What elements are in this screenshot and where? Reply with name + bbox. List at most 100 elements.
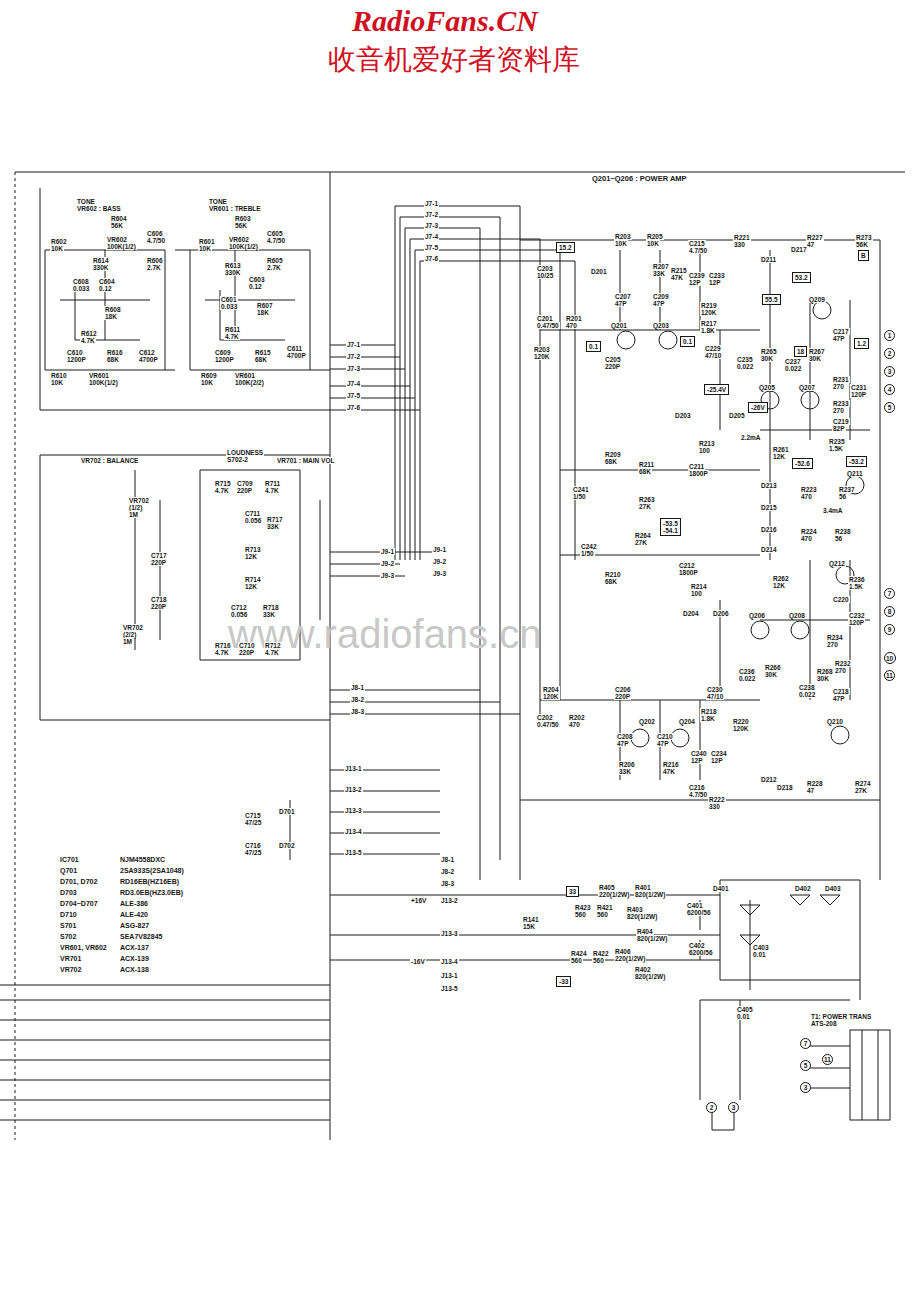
component-label: J13-4 bbox=[344, 828, 363, 835]
component-label: R607 bbox=[256, 302, 274, 309]
component-label: C603 bbox=[248, 276, 266, 283]
component-label: R716 bbox=[214, 642, 232, 649]
component-label: R274 bbox=[854, 780, 872, 787]
component-label: 47/10 bbox=[706, 693, 724, 700]
component-label: D211 bbox=[760, 256, 777, 263]
component-label: C405 bbox=[736, 1006, 754, 1013]
component-label: 4.7K bbox=[80, 337, 96, 344]
component-label: Q203 bbox=[652, 322, 670, 329]
component-label: J13-3 bbox=[440, 930, 459, 937]
component-label: 1200P bbox=[214, 356, 235, 363]
component-label: C234 bbox=[710, 750, 728, 757]
component-label: 4.7/50 bbox=[688, 791, 708, 798]
component-label: C212 bbox=[678, 562, 696, 569]
component-label: C239 bbox=[688, 272, 706, 279]
parts-list-entry: D704~D707 bbox=[60, 900, 98, 908]
component-label: R261 bbox=[772, 446, 790, 453]
voltage-value: -53.5 bbox=[663, 520, 678, 527]
component-label: 270 bbox=[832, 383, 845, 390]
component-label: 270 bbox=[832, 407, 845, 414]
component-label: 1/50 bbox=[572, 493, 587, 500]
component-label: J8-3 bbox=[440, 880, 455, 887]
component-label: R237 bbox=[838, 486, 856, 493]
parts-list-entry: VR702 bbox=[60, 966, 81, 974]
component-label: VR602 bbox=[106, 236, 128, 243]
component-label: R209 bbox=[604, 451, 622, 458]
component-label: R202 bbox=[568, 714, 586, 721]
component-label: R236 bbox=[848, 576, 866, 583]
component-label: J7-4 bbox=[424, 233, 439, 240]
component-label: 2.2mA bbox=[740, 434, 762, 441]
component-label: J13-4 bbox=[440, 958, 459, 965]
component-label: 1.8K bbox=[700, 715, 716, 722]
parts-list-entry: VR601, VR602 bbox=[60, 944, 107, 952]
component-label: 10K bbox=[198, 245, 212, 252]
component-label: C718 bbox=[150, 596, 168, 603]
parts-list-entry: Q701 bbox=[60, 867, 77, 875]
parts-list-entry: D701, D702 bbox=[60, 878, 97, 886]
component-label: J9-1 bbox=[432, 546, 447, 553]
component-label: 0.022 bbox=[798, 691, 816, 698]
component-label: 220P bbox=[236, 487, 253, 494]
component-label: R713 bbox=[244, 546, 262, 553]
parts-list-entry: IC701 bbox=[60, 856, 79, 864]
terminal-circle: 2 bbox=[884, 348, 895, 359]
component-label: C604 bbox=[98, 278, 116, 285]
component-label: 100K(1/2) bbox=[106, 243, 137, 250]
component-label: 0.056 bbox=[244, 517, 262, 524]
component-label: R404 bbox=[636, 928, 654, 935]
component-label: C206 bbox=[614, 686, 632, 693]
component-label: 560 bbox=[570, 957, 583, 964]
terminal-circle: 3 bbox=[800, 1082, 811, 1093]
component-label: 4700P bbox=[138, 356, 159, 363]
parts-list-entry: S702 bbox=[60, 933, 76, 941]
component-label: Q204 bbox=[678, 718, 696, 725]
component-label: -16V bbox=[410, 958, 426, 965]
component-label: R611 bbox=[224, 326, 241, 333]
terminal-number: 5 bbox=[804, 1062, 808, 1069]
component-label: D216 bbox=[760, 526, 778, 533]
component-label: 820(1/2W) bbox=[636, 935, 668, 942]
component-label: R422 bbox=[592, 950, 610, 957]
component-label: 120K bbox=[732, 725, 750, 732]
component-label: R605 bbox=[266, 257, 284, 264]
component-label: J13-5 bbox=[344, 849, 363, 856]
component-label: C237 bbox=[784, 358, 802, 365]
component-label: D701 bbox=[278, 808, 296, 815]
component-label: R402 bbox=[634, 966, 652, 973]
component-label: R267 bbox=[808, 348, 826, 355]
component-label: C601 bbox=[220, 296, 238, 303]
site-header: 收音机爱好者资料库 bbox=[328, 44, 580, 76]
voltage-value: -25.4V bbox=[707, 386, 726, 393]
component-label: 120P bbox=[848, 619, 865, 626]
voltage-value: 18 bbox=[797, 348, 804, 355]
component-label: R203 bbox=[533, 346, 551, 353]
component-label: 47P bbox=[656, 740, 670, 747]
component-label: Q202 bbox=[638, 718, 656, 725]
component-label: 10/25 bbox=[536, 272, 554, 279]
voltage-box: 1.2 bbox=[854, 338, 869, 349]
component-label: J7-6 bbox=[424, 255, 439, 262]
component-label: R221 bbox=[733, 234, 751, 241]
component-label: 100K(1/2) bbox=[88, 379, 119, 386]
component-label: 12P bbox=[708, 279, 722, 286]
component-label: 1.5K bbox=[828, 445, 844, 452]
component-label: (1/2) bbox=[128, 504, 143, 511]
component-label: C716 bbox=[244, 842, 262, 849]
component-label: R263 bbox=[638, 496, 656, 503]
component-label: D201 bbox=[590, 268, 608, 275]
component-label: C608 bbox=[72, 278, 90, 285]
component-label: D203 bbox=[674, 412, 692, 419]
component-label: J13-2 bbox=[344, 786, 363, 793]
component-label: Q201 bbox=[610, 322, 628, 329]
component-label: J9-2 bbox=[380, 560, 395, 567]
component-label: R603 bbox=[234, 215, 252, 222]
component-label: C209 bbox=[652, 293, 670, 300]
terminal-circle: 5 bbox=[800, 1060, 811, 1071]
component-label: 4.7K bbox=[264, 649, 280, 656]
component-label: 27K bbox=[638, 503, 652, 510]
component-label: J7-1 bbox=[346, 341, 361, 348]
component-label: 0.47/50 bbox=[536, 322, 560, 329]
component-label: 270 bbox=[834, 667, 847, 674]
component-label: R204 bbox=[542, 686, 560, 693]
